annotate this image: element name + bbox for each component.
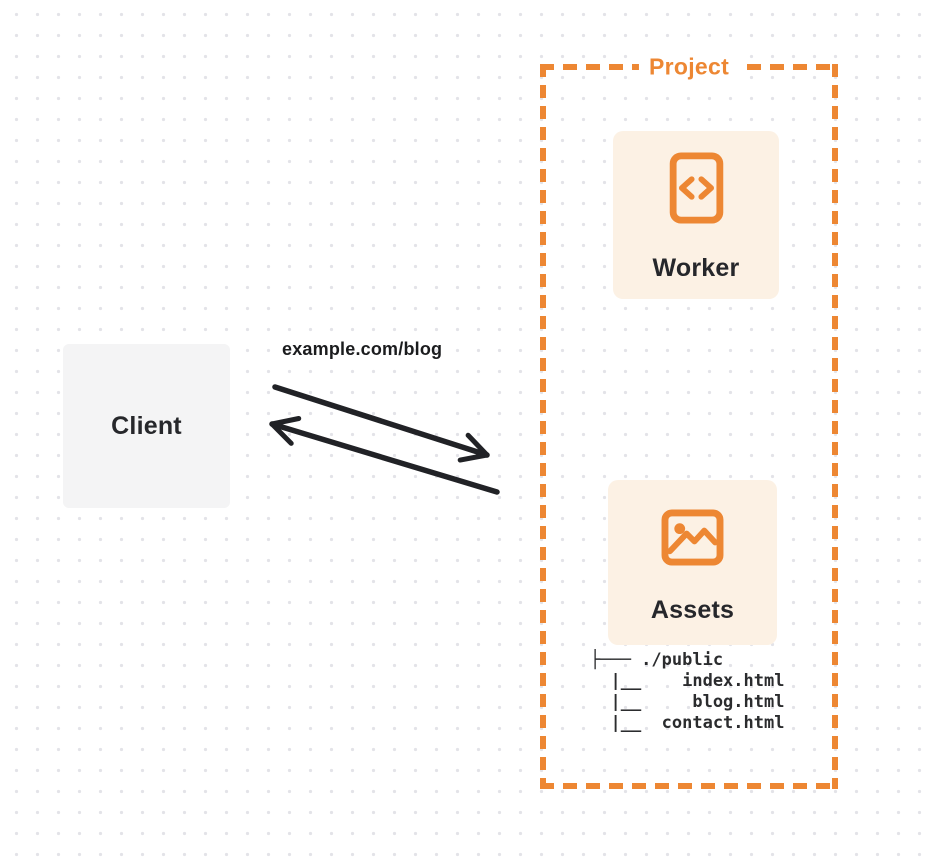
assets-node: Assets [608,480,777,645]
request-arrow [272,384,490,463]
client-label: Client [111,411,182,440]
code-file-icon [669,152,723,224]
assets-label: Assets [650,596,735,624]
dashed-border-left [540,64,546,789]
project-label: Project [638,53,740,81]
file-tree: ├─── ./public |__ index.html |__ blog.ht… [590,650,785,733]
dashed-border-bottom [540,783,838,789]
image-icon [661,509,724,566]
request-response-arrows [269,384,500,495]
response-arrow [269,415,500,495]
client-node: Client [63,344,230,508]
worker-node: Worker [613,131,779,299]
project-boundary: Project [540,53,838,789]
dashed-border-right [832,64,838,789]
request-url-label: example.com/blog [282,339,443,359]
worker-label: Worker [652,254,740,282]
